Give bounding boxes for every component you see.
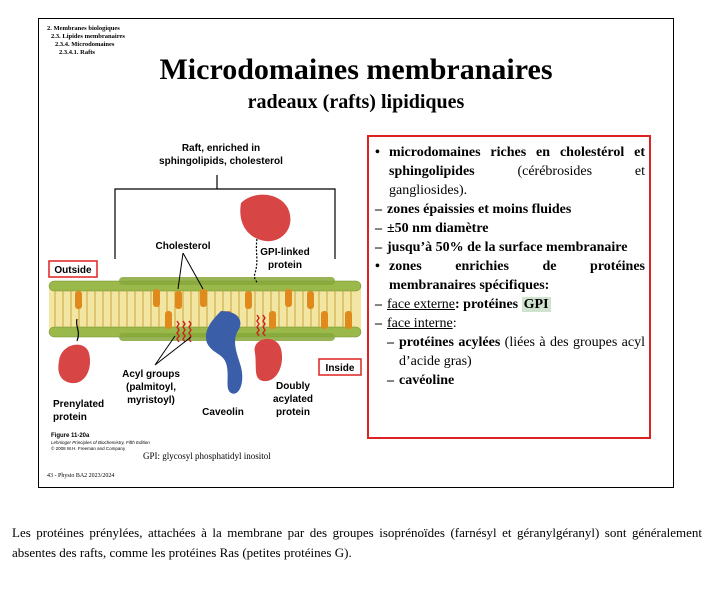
doubly-acylated-label-line-3: protein	[276, 407, 310, 418]
caveolin	[205, 311, 243, 394]
bullet-2: •zones enrichies de protéines membranair…	[375, 259, 645, 293]
lipid-bilayer	[48, 277, 362, 341]
breadcrumb: 2. Membranes biologiques 2.3. Lipides me…	[47, 25, 125, 57]
gpi-linked-label-line-1: GPI-linked	[260, 247, 309, 258]
sub-sub-bullet-1: –protéines acylées (liées à des groupes …	[387, 335, 645, 369]
bullet-1-plain: (cérébrosides et gangliosides).	[389, 164, 645, 198]
acyl-label-line-1: Acyl groups	[122, 369, 180, 380]
breadcrumb-level-4: 2.3.4.1. Rafts	[59, 49, 95, 56]
doubly-acylated-protein	[254, 338, 283, 382]
slide-footer: 43 - Physio BA2 2023/2024	[47, 473, 115, 479]
breadcrumb-level-2: 2.3. Lipides membranaires	[51, 33, 125, 40]
gpi-linked-protein	[240, 194, 291, 284]
raft-label-line-2: sphingolipids, cholesterol	[159, 156, 283, 167]
slide: 2. Membranes biologiques 2.3. Lipides me…	[38, 18, 674, 488]
sub-sub-bullet-2: –cavéoline	[387, 373, 455, 388]
prenylated-label-line-2: protein	[53, 412, 87, 423]
gpi-linked-label-line-2: protein	[268, 260, 302, 271]
membrane-raft-figure: Raft, enriched in sphingolipids, cholest…	[48, 143, 362, 451]
note-paragraph: Les protéines prénylées, attachées à la …	[12, 525, 702, 560]
raft-label-line-1: Raft, enriched in	[182, 143, 260, 154]
gpi-caption: GPI: glycosyl phosphatidyl inositol	[143, 451, 271, 461]
outside-label: Outside	[54, 265, 92, 276]
slide-title: Microdomaines membranaires	[159, 53, 553, 86]
doubly-acylated-label-line-1: Doubly	[276, 381, 310, 392]
slide-subtitle: radeaux (rafts) lipidiques	[247, 91, 465, 113]
gpi-highlight: GPI	[521, 297, 551, 312]
bullet-1: •microdomaines riches en cholestérol et …	[375, 145, 645, 198]
figure-number: Figure 11-20a	[51, 433, 90, 439]
acyl-label-line-3: myristoyl)	[127, 395, 175, 406]
doubly-acylated-label-line-2: acylated	[273, 394, 313, 405]
bullet-1-bold: microdomaines riches en cholestérol et s…	[389, 145, 645, 179]
figure-copyright: © 2008 W.H. Freeman and Company	[51, 445, 126, 451]
sub-bullet-4: –face externe: protéines GPI	[375, 297, 551, 312]
inside-label: Inside	[326, 363, 355, 374]
prenylated-protein	[58, 318, 91, 384]
sub-bullet-5: –face interne:	[375, 316, 457, 331]
sub-bullet-2: –±50 nm diamètre	[375, 221, 489, 236]
prenylated-label-line-1: Prenylated	[53, 399, 104, 410]
sub-bullet-3: –jusqu’à 50% de la surface membranaire	[375, 240, 628, 255]
caveolin-label: Caveolin	[202, 407, 244, 418]
figure-book: Lehninger Principles of Biochemistry, Fi…	[51, 440, 150, 445]
summary-box: •microdomaines riches en cholestérol et …	[367, 135, 651, 439]
acyl-label-line-2: (palmitoyl,	[126, 382, 176, 393]
cholesterol-label: Cholesterol	[155, 241, 210, 252]
sub-bullet-1: –zones épaissies et moins fluides	[375, 202, 572, 217]
breadcrumb-level-1: 2. Membranes biologiques	[47, 25, 120, 32]
breadcrumb-level-3: 2.3.4. Microdomaines	[55, 41, 115, 48]
raft-bracket	[114, 175, 336, 259]
